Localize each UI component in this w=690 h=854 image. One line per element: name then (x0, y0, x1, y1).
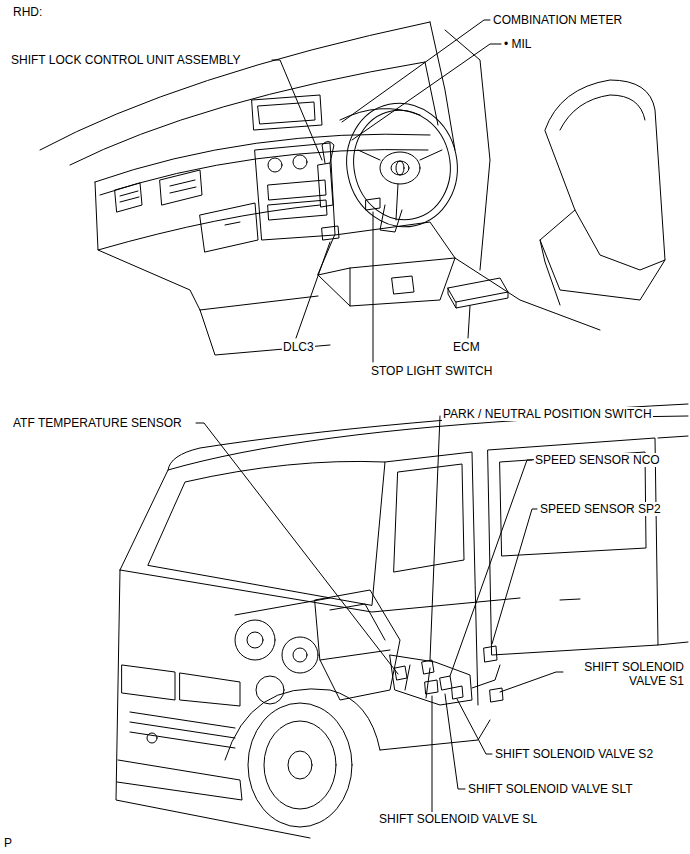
part-label: SHIFT LOCK CONTROL UNIT ASSEMBLY (10, 53, 242, 67)
part-label: ECM (452, 340, 481, 354)
vehicle-illustration (116, 404, 688, 838)
part-label: SHIFT SOLENOID VALVE S2 (494, 747, 654, 761)
part-label: SPEED SENSOR NCO (534, 453, 661, 467)
part-label: SHIFT SOLENOID VALVE S1 (565, 660, 685, 688)
part-label: SHIFT SOLENOID VALVE SL (378, 812, 538, 826)
part-label: RHD: (12, 5, 43, 19)
part-label: • MIL (503, 37, 533, 51)
part-label: ATF TEMPERATURE SENSOR (12, 416, 183, 430)
part-label: DLC3 (282, 340, 315, 354)
cabin-illustration (40, 22, 665, 355)
part-label: SHIFT SOLENOID VALVE SLT (467, 782, 634, 796)
part-label: P (3, 836, 13, 850)
part-label: STOP LIGHT SWITCH (370, 364, 493, 378)
part-label: PARK / NEUTRAL POSITION SWITCH (442, 407, 653, 421)
part-label: SPEED SENSOR SP2 (539, 502, 662, 516)
part-label: COMBINATION METER (492, 13, 623, 27)
